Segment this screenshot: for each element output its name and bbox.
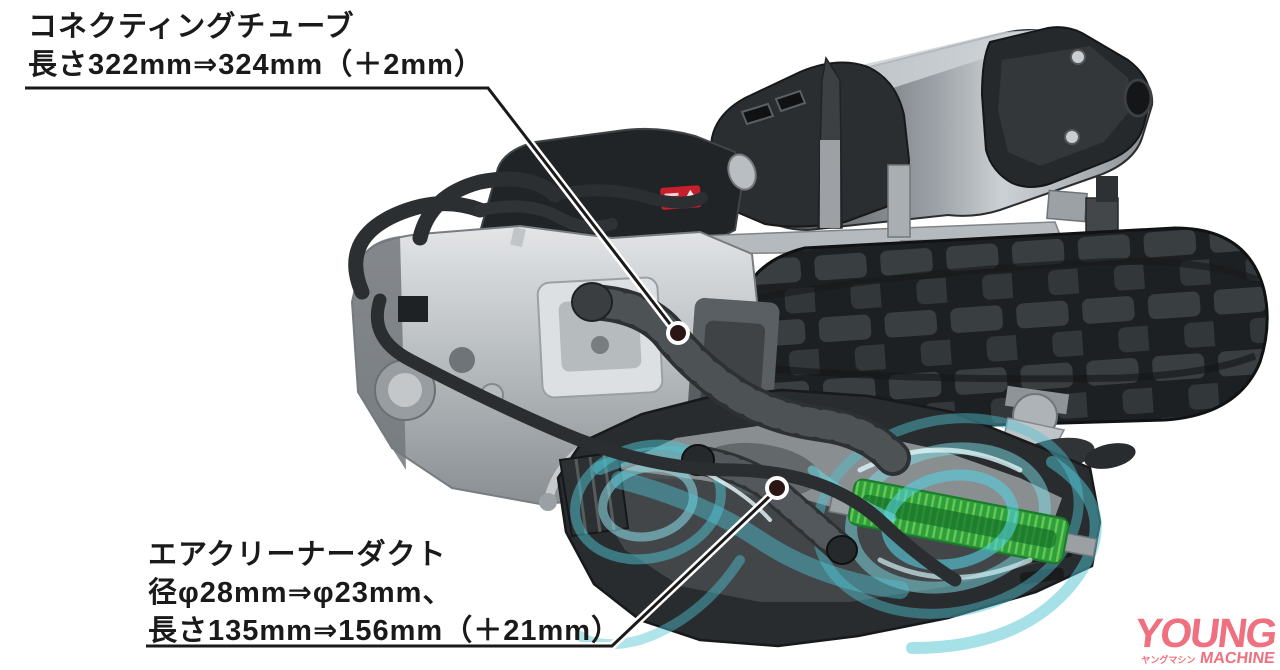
callout-air-duct-length: 長さ135mm⇒156mm（＋21mm） xyxy=(148,615,622,647)
leader-line-connecting-tube xyxy=(25,84,690,345)
muffler-bolt xyxy=(1070,49,1086,65)
muffler-stay-lower xyxy=(820,140,840,228)
muffler-bolt xyxy=(1064,129,1080,145)
exhaust-outlet-icon xyxy=(1123,78,1153,118)
muffler xyxy=(710,26,1154,232)
callout-air-cleaner-duct: エアクリーナーダクト 径φ28mm⇒φ23mm、 長さ135mm⇒156mm（＋… xyxy=(148,536,621,650)
connecting-tube xyxy=(571,282,911,476)
callout-connecting-tube-title: コネクティングチューブ xyxy=(28,11,355,43)
callout-air-duct-title: エアクリーナーダクト xyxy=(148,539,447,571)
callout-connecting-tube-spec: 長さ322mm⇒324mm（＋2mm） xyxy=(28,49,484,81)
callout-connecting-tube: コネクティングチューブ 長さ322mm⇒324mm（＋2mm） xyxy=(28,8,484,84)
leader-line-air-duct xyxy=(146,476,789,650)
snorkel-vents xyxy=(740,89,807,126)
rear-tire xyxy=(735,226,1269,432)
callout-air-duct-diameter: 径φ28mm⇒φ23mm、 xyxy=(148,577,453,609)
muffler-front-cone xyxy=(710,61,911,228)
young-machine-logo: YOUNG ヤングマシン MACHINE xyxy=(1131,610,1278,667)
lower-hose xyxy=(370,293,962,587)
logo-katakana-text: ヤングマシン xyxy=(1141,655,1196,665)
connector-block xyxy=(398,296,428,322)
logo-young-text: YOUNG xyxy=(1131,610,1278,656)
logo-machine-text: MACHINE xyxy=(1199,650,1277,667)
engine-block xyxy=(350,185,780,511)
muffler-end-cap xyxy=(980,26,1153,188)
